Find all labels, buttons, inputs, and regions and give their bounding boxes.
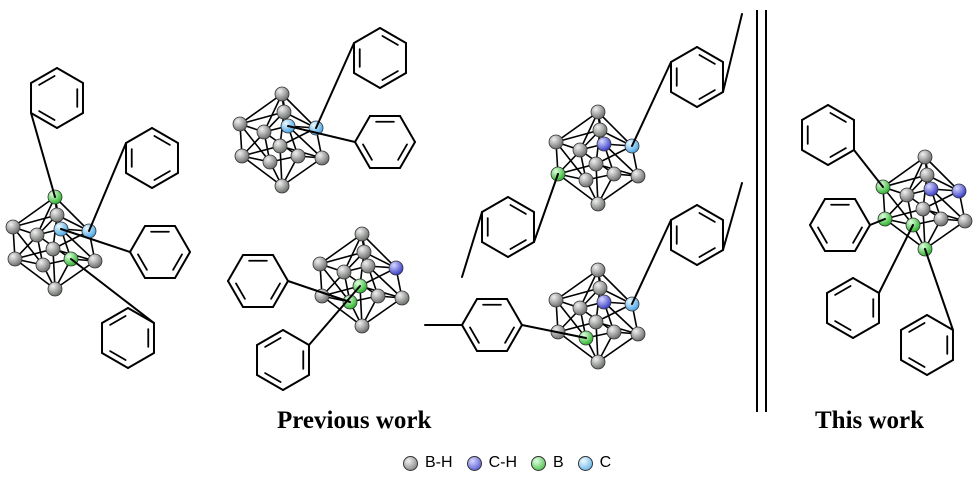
molecule-5 — [424, 182, 743, 370]
bh-atom — [314, 150, 330, 166]
ch-atom — [388, 260, 404, 276]
legend-item-c: C — [577, 454, 612, 472]
bh-atom — [354, 318, 370, 334]
bh-atom — [590, 262, 606, 278]
legend-dot-c — [577, 455, 593, 471]
section-separator — [756, 10, 767, 412]
bh-atom — [370, 288, 386, 304]
bh-atom — [314, 288, 330, 304]
bh-atom — [274, 86, 290, 102]
ch-atom — [951, 183, 967, 199]
bh-atom — [606, 166, 622, 182]
bh-atom — [957, 213, 973, 229]
molecule-3 — [227, 226, 410, 391]
bh-atom — [312, 256, 328, 272]
bh-atom — [29, 227, 45, 243]
bh-atom — [394, 290, 410, 306]
legend-dot-bh — [403, 455, 418, 471]
bh-atom — [47, 281, 63, 297]
legend-label-ch: C-H — [488, 454, 517, 471]
bh-atom — [35, 257, 51, 273]
legend-dot-b — [531, 455, 546, 471]
bh-atom — [899, 187, 915, 203]
bh-atom — [7, 251, 23, 267]
bh-atom — [919, 167, 935, 183]
bh-atom — [87, 253, 103, 269]
legend-label-b: B — [553, 454, 564, 471]
molecule-structures — [5, 13, 973, 391]
bh-atom — [274, 178, 290, 194]
bh-atom — [592, 122, 608, 138]
caption-previous-work: Previous work — [277, 407, 432, 434]
bh-atom — [272, 138, 288, 154]
bh-atom — [262, 154, 278, 170]
bh-atom — [630, 168, 646, 184]
atom-legend: B-H C-H B C — [403, 452, 625, 474]
bh-atom — [917, 149, 933, 165]
ch-atom — [923, 181, 939, 197]
caption-this-work: This work — [815, 407, 925, 434]
bh-atom — [45, 241, 61, 257]
legend-item-b: B — [531, 454, 564, 472]
bh-atom — [590, 354, 606, 370]
bh-atom — [630, 326, 646, 342]
bh-atom — [572, 142, 588, 158]
bh-atom — [5, 219, 21, 235]
legend-item-ch: C-H — [466, 454, 517, 472]
bh-atom — [590, 104, 606, 120]
bh-atom — [360, 258, 376, 274]
bh-atom — [336, 264, 352, 280]
bh-atom — [588, 314, 604, 330]
molecule-2 — [232, 27, 416, 194]
bh-atom — [590, 196, 606, 212]
bh-atom — [290, 148, 306, 164]
bh-atom — [592, 280, 608, 296]
bh-atom — [578, 172, 594, 188]
molecule-6 — [801, 104, 973, 376]
bh-atom — [49, 207, 65, 223]
bh-atom — [256, 124, 272, 140]
bh-atom — [548, 134, 564, 150]
bh-atom — [933, 211, 949, 227]
bh-atom — [548, 292, 564, 308]
legend-label-bh: B-H — [425, 454, 453, 471]
ch-atom — [596, 294, 612, 310]
legend-label-c: C — [599, 454, 612, 471]
bh-atom — [354, 226, 370, 242]
molecule-4 — [461, 13, 743, 278]
bh-atom — [588, 156, 604, 172]
bh-atom — [234, 148, 250, 164]
legend-dot-ch — [466, 455, 482, 471]
ch-atom — [596, 136, 612, 152]
bh-atom — [276, 104, 292, 120]
legend-item-bh: B-H — [403, 454, 453, 472]
bh-atom — [572, 300, 588, 316]
bh-atom — [232, 116, 248, 132]
bh-atom — [356, 244, 372, 260]
molecule-1 — [5, 67, 191, 369]
bh-atom — [915, 201, 931, 217]
bh-atom — [606, 324, 622, 340]
